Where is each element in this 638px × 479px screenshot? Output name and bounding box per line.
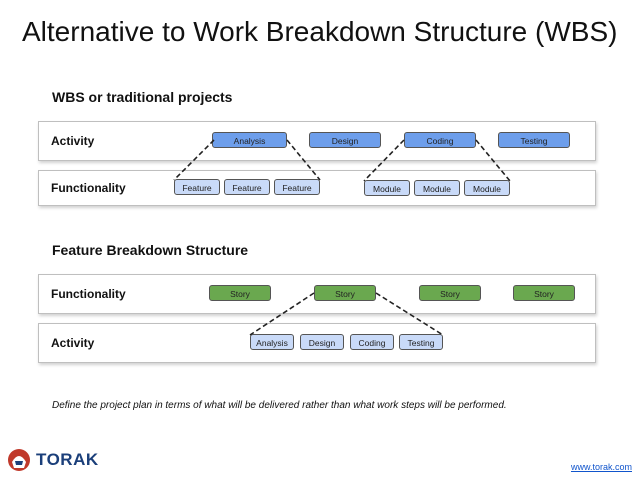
fbs-functionality-label: Functionality: [51, 287, 126, 301]
wbs-feature-3: Feature: [274, 179, 320, 195]
helmet-icon: [8, 449, 30, 471]
wbs-activity-label: Activity: [51, 134, 95, 148]
wbs-module-2: Module: [414, 180, 460, 196]
wbs-functionality-label: Functionality: [51, 181, 126, 195]
wbs-activity-design: Design: [309, 132, 381, 148]
fbs-activity-analysis: Analysis: [250, 334, 294, 350]
logo-text: TORAK: [36, 450, 99, 469]
fbs-activity-label: Activity: [51, 336, 95, 350]
wbs-activity-testing: Testing: [498, 132, 570, 148]
fbs-activity-testing: Testing: [399, 334, 443, 350]
fbs-story-3: Story: [419, 285, 481, 301]
page-title: Alternative to Work Breakdown Structure …: [22, 16, 618, 47]
wbs-activity-coding: Coding: [404, 132, 476, 148]
website-link[interactable]: www.torak.com: [570, 462, 632, 472]
fbs-story-2: Story: [314, 285, 376, 301]
wbs-heading: WBS or traditional projects: [52, 89, 233, 105]
wbs-activity-analysis: Analysis: [212, 132, 287, 148]
fbs-story-1: Story: [209, 285, 271, 301]
fbs-activity-coding: Coding: [350, 334, 394, 350]
wbs-feature-1: Feature: [174, 179, 220, 195]
footnote: Define the project plan in terms of what…: [52, 400, 507, 411]
fbs-heading: Feature Breakdown Structure: [52, 242, 249, 258]
torak-logo: TORAK: [6, 446, 116, 476]
wbs-feature-2: Feature: [224, 179, 270, 195]
wbs-module-3: Module: [464, 180, 510, 196]
wbs-module-1: Module: [364, 180, 410, 196]
fbs-activity-design: Design: [300, 334, 344, 350]
fbs-story-4: Story: [513, 285, 575, 301]
